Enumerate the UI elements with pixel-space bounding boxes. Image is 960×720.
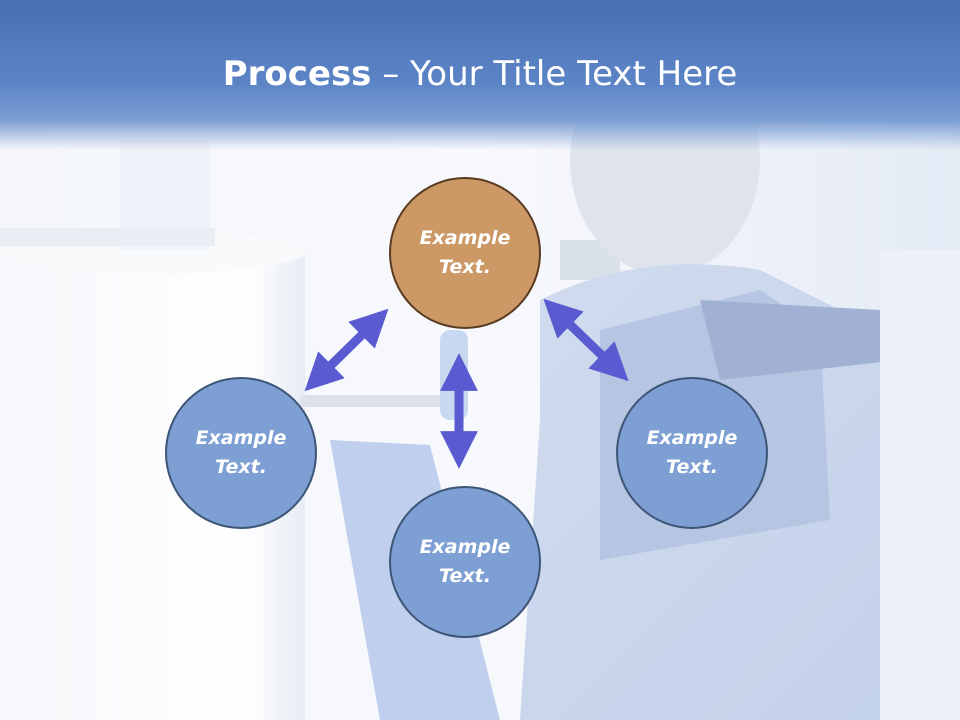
- slide-title: Process – Your Title Text Here: [0, 52, 960, 96]
- process-step-top: Example Text.: [389, 177, 541, 329]
- process-step-right: Example Text.: [616, 377, 768, 529]
- process-step-left: Example Text.: [165, 377, 317, 529]
- arrow-top-right: [543, 298, 629, 382]
- title-bold: Process: [222, 54, 372, 94]
- title-rest: – Your Title Text Here: [371, 54, 738, 94]
- process-step-right-label: Example Text.: [646, 427, 738, 478]
- process-step-bottom: Example Text.: [389, 486, 541, 638]
- process-step-bottom-label: Example Text.: [419, 536, 511, 587]
- process-step-left-label: Example Text.: [195, 427, 287, 478]
- process-step-top-label: Example Text.: [419, 227, 511, 278]
- title-band: [0, 0, 960, 150]
- arrow-top-left: [304, 308, 389, 392]
